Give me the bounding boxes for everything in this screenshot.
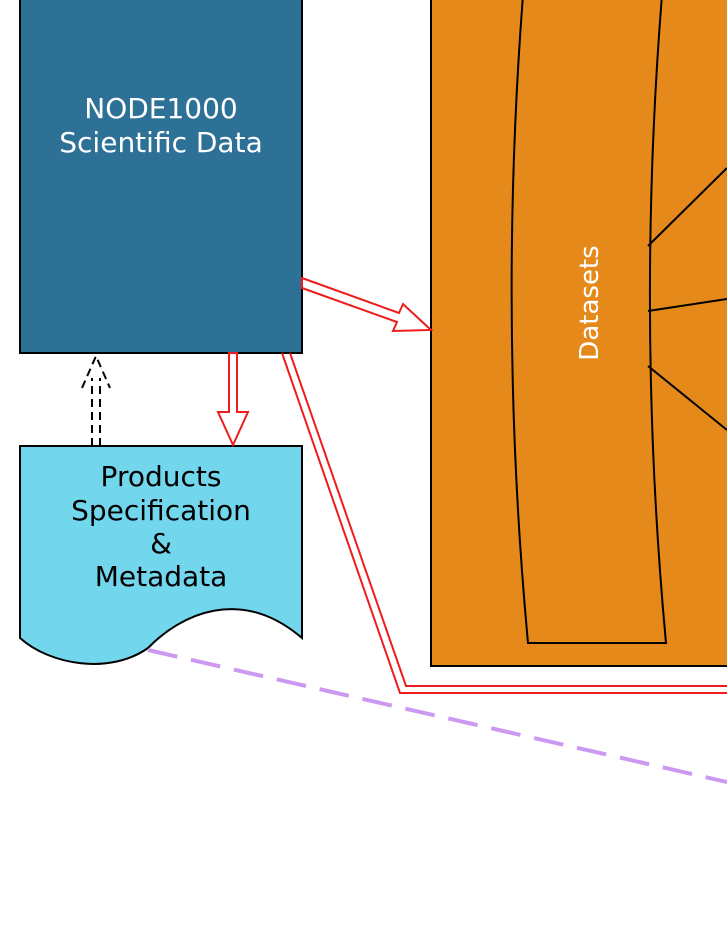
- flow-arrow-node-to-products: [216, 352, 250, 448]
- node-title-line2: Scientific Data: [59, 126, 262, 159]
- products-line1: Products: [101, 460, 222, 493]
- products-document[interactable]: [19, 445, 303, 665]
- datasets-band[interactable]: [510, 0, 668, 644]
- dataset-branch-line: [647, 365, 727, 431]
- dataset-branch-line: [647, 167, 727, 247]
- node-title-line1: NODE1000: [84, 92, 238, 125]
- products-line2: Specification: [71, 494, 251, 527]
- products-line3: &: [150, 527, 172, 560]
- datasets-label: Datasets: [575, 245, 605, 360]
- node-box[interactable]: [19, 0, 303, 354]
- dependency-arrow: [81, 353, 111, 446]
- products-line4: Metadata: [95, 560, 228, 593]
- flow-arrow-node-to-datasets: [301, 276, 434, 333]
- reference-dashed-line: [147, 648, 727, 784]
- flow-line-node-to-output: [281, 352, 727, 694]
- dataset-branch-line: [647, 298, 727, 312]
